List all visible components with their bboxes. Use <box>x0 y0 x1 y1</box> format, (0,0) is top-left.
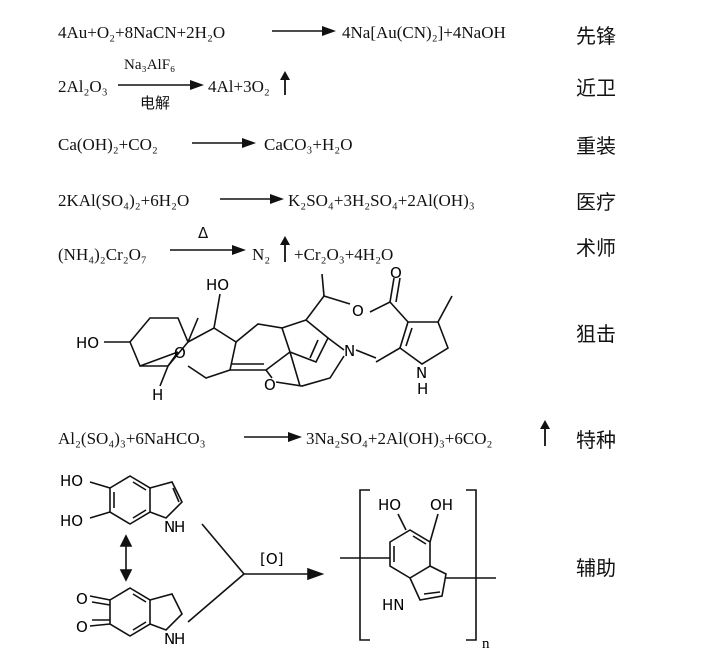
reactants: Ca(OH)₂+CO₂ <box>58 135 158 154</box>
nitrogen-label: HN <box>382 596 405 614</box>
hydrogen-label: H <box>152 386 163 404</box>
reaction-arrow <box>192 138 256 148</box>
hydroxyl-label: HO <box>76 334 99 352</box>
products: 3Na₂SO₄+2Al(OH)₃+6CO₂ <box>306 429 493 448</box>
products: CaCO₃+H₂O <box>264 135 353 154</box>
oxygen-label: O <box>174 344 186 362</box>
reactants: (NH₄)₂Cr₂O₇ <box>58 245 147 264</box>
class-label: 术师 <box>576 236 616 260</box>
reactants: 2KAl(SO₄)₂+6H₂O <box>58 191 190 210</box>
products: +Cr₂O₃+4H₂O <box>294 245 394 264</box>
class-label: 先锋 <box>576 24 616 48</box>
nitrogen-label: N <box>344 342 355 360</box>
condition: 电解 <box>140 94 171 112</box>
reactants: 4Au+O₂+8NaCN+2H₂O <box>58 23 226 42</box>
reactants: Al₂(SO₄)₃+6NaHCO₃ <box>58 429 206 448</box>
oxygen-label: O <box>352 302 364 320</box>
gas-up-arrow-icon <box>280 71 290 95</box>
class-label: 辅助 <box>576 556 616 580</box>
oxygen-label: O <box>264 376 276 394</box>
products: K₂SO₄+3H₂SO₄+2Al(OH)₃ <box>288 191 475 210</box>
nitrogen-label: N <box>416 364 427 382</box>
hydroxyl-label: HO <box>378 496 401 514</box>
oxidant-label: [O] <box>260 550 284 568</box>
heat-condition: Δ <box>198 224 209 242</box>
reaction-arrow <box>220 194 284 204</box>
hydrogen-label: H <box>417 380 428 398</box>
hydroxyl-label: HO <box>60 512 83 530</box>
reactants: 2Al₂O₃ <box>58 77 108 96</box>
reaction-arrow <box>118 80 204 90</box>
reaction-arrow <box>244 432 302 442</box>
nitrogen-label: N <box>164 518 175 536</box>
gas-up-arrow-icon <box>540 420 550 446</box>
hydroxyl-label: HO <box>60 472 83 490</box>
catalyst: Na₃AlF₆ <box>124 57 176 73</box>
indole-polymerization-scheme: HO HO N H O O N H [O] HO OH HN n <box>60 472 496 652</box>
products: 4Al+3O₂ <box>208 77 270 96</box>
class-label: 重装 <box>576 134 616 158</box>
repeat-index: n <box>482 636 490 652</box>
nitrogen-label: N <box>164 630 175 648</box>
class-label: 特种 <box>576 428 616 452</box>
class-label: 狙击 <box>576 322 616 346</box>
hydrogen-label: H <box>174 630 185 648</box>
reaction-arrow <box>272 26 336 36</box>
hydrogen-label: H <box>174 518 185 536</box>
reaction-arrow <box>170 245 246 255</box>
oxygen-label: O <box>76 618 88 636</box>
oxygen-label: O <box>390 266 402 282</box>
hydroxyl-label: OH <box>430 496 453 514</box>
class-label: 医疗 <box>576 190 616 214</box>
product-gas: N₂ <box>252 245 271 264</box>
gas-up-arrow-icon <box>280 236 290 262</box>
products: 4Na[Au(CN)₂]+4NaOH <box>342 23 506 42</box>
alkaloid-structure: HO HO O H N O O O N H <box>76 266 453 404</box>
oxygen-label: O <box>76 590 88 608</box>
hydroxyl-label: HO <box>206 276 229 294</box>
class-label: 近卫 <box>576 76 616 100</box>
